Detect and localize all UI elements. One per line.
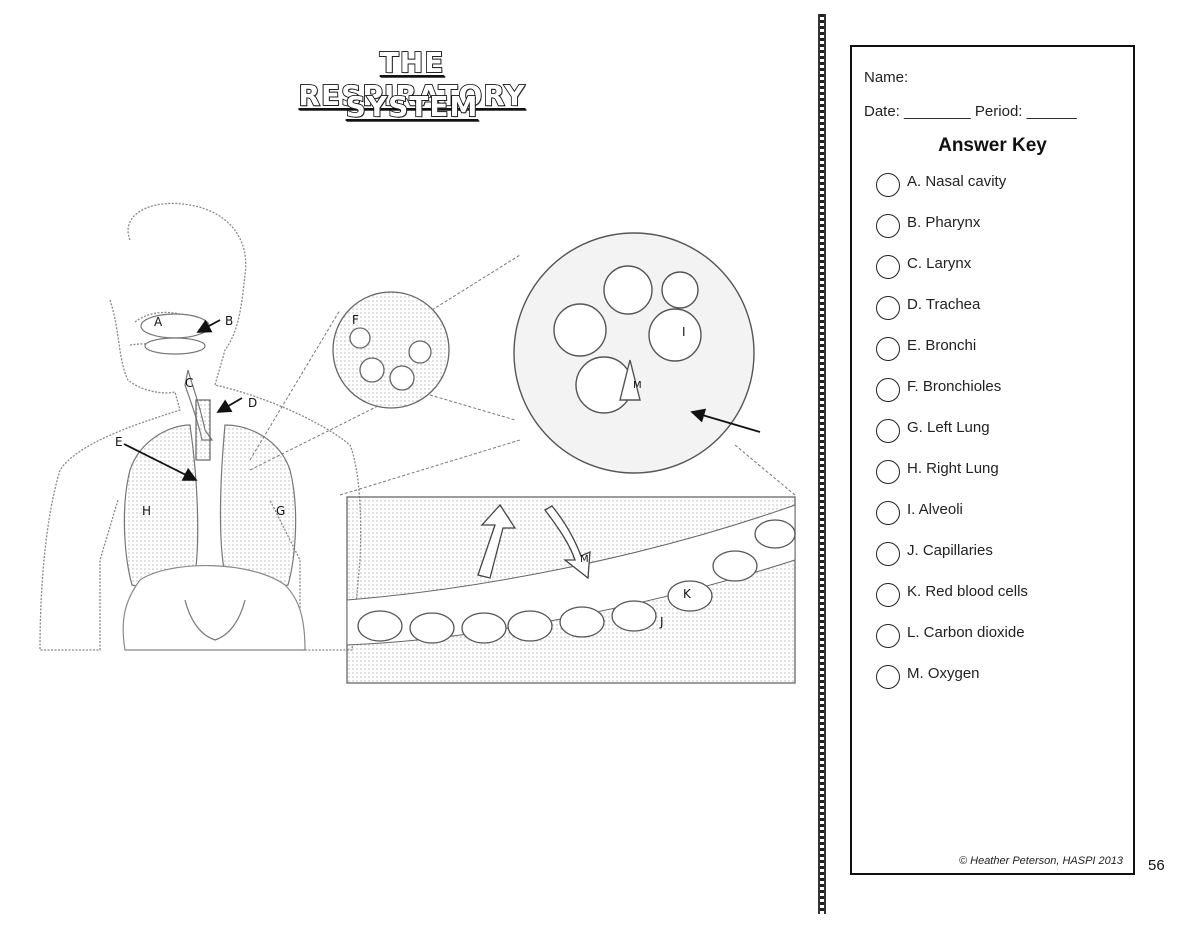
answer-circle-icon[interactable] <box>876 255 900 279</box>
answer-circle-icon[interactable] <box>876 378 900 402</box>
label-J: J <box>659 615 664 629</box>
answer-item: C. Larynx <box>876 253 1028 294</box>
label-K: K <box>683 587 692 601</box>
answer-item: I. Alveoli <box>876 499 1028 540</box>
page-number: 56 <box>1148 857 1165 874</box>
lungs <box>122 424 306 651</box>
label-M-alveolus: M <box>633 380 642 391</box>
answer-item-label: D. Trachea <box>907 296 981 313</box>
label-M-capillary: M <box>580 554 589 565</box>
label-A: A <box>154 315 163 329</box>
airway <box>140 313 214 461</box>
answer-key-heading: Answer Key <box>938 135 1047 156</box>
answer-item-label: C. Larynx <box>907 255 972 272</box>
answer-circle-icon[interactable] <box>876 624 900 648</box>
answer-list: A. Nasal cavity B. Pharynx C. Larynx D. Tra… <box>876 171 1028 704</box>
answer-item: H. Right Lung <box>876 458 1028 499</box>
answer-item-label: M. Oxygen <box>907 665 980 682</box>
answer-item-label: E. Bronchi <box>907 337 977 354</box>
date-period-label: Date: ________ Period: ______ <box>864 103 1077 120</box>
label-F: F <box>352 313 359 327</box>
capillary-box <box>346 496 796 684</box>
answer-item-label: B. Pharynx <box>907 214 981 231</box>
label-H: H <box>142 504 151 518</box>
answer-circle-icon[interactable] <box>876 214 900 238</box>
answer-item-label: K. Red blood cells <box>907 583 1028 600</box>
answer-item-label: J. Capillaries <box>907 542 993 559</box>
label-E: E <box>115 435 123 449</box>
answer-item: A. Nasal cavity <box>876 171 1028 212</box>
name-label: Name: <box>864 69 909 86</box>
answer-item: M. Oxygen <box>876 663 1028 704</box>
answer-circle-icon[interactable] <box>876 337 900 361</box>
answer-item: K. Red blood cells <box>876 581 1028 622</box>
answer-item: G. Left Lung <box>876 417 1028 458</box>
answer-item: E. Bronchi <box>876 335 1028 376</box>
answer-circle-icon[interactable] <box>876 296 900 320</box>
copyright-credit: © Heather Peterson, HASPI 2013 <box>958 855 1123 867</box>
label-G: G <box>276 504 285 518</box>
label-C: C <box>185 376 193 390</box>
answer-circle-icon[interactable] <box>876 173 900 197</box>
label-D: D <box>248 396 257 410</box>
label-B: B <box>225 314 233 328</box>
answer-item-label: L. Carbon dioxide <box>907 624 1025 641</box>
answer-item-label: G. Left Lung <box>907 419 990 436</box>
connector-lines <box>249 254 796 496</box>
answer-item: J. Capillaries <box>876 540 1028 581</box>
answer-item: B. Pharynx <box>876 212 1028 253</box>
answer-circle-icon[interactable] <box>876 665 900 689</box>
pointer-arrows <box>123 319 761 481</box>
answer-circle-icon[interactable] <box>876 460 900 484</box>
label-I: I <box>682 325 686 339</box>
answer-circle-icon[interactable] <box>876 419 900 443</box>
answer-item-label: H. Right Lung <box>907 460 999 477</box>
bronchiole-magnified <box>332 291 450 409</box>
answer-item-label: I. Alveoli <box>907 501 963 518</box>
answer-circle-icon[interactable] <box>876 542 900 566</box>
alveoli-magnified <box>513 232 755 474</box>
answer-item: D. Trachea <box>876 294 1028 335</box>
title-line-1: THE RESPIRATORY <box>298 45 526 113</box>
answer-circle-icon[interactable] <box>876 501 900 525</box>
title-line-2: SYSTEM <box>345 89 479 124</box>
answer-circle-icon[interactable] <box>876 583 900 607</box>
answer-item: F. Bronchioles <box>876 376 1028 417</box>
answer-item-label: F. Bronchioles <box>907 378 1002 395</box>
answer-item: L. Carbon dioxide <box>876 622 1028 663</box>
answer-key-panel: Name: Date: ________ Period: ______ Answ… <box>850 45 1135 875</box>
respiratory-diagram: A B C D E F G H I J K M M <box>39 202 796 684</box>
binding-divider <box>818 14 826 914</box>
answer-item-label: A. Nasal cavity <box>907 173 1007 190</box>
